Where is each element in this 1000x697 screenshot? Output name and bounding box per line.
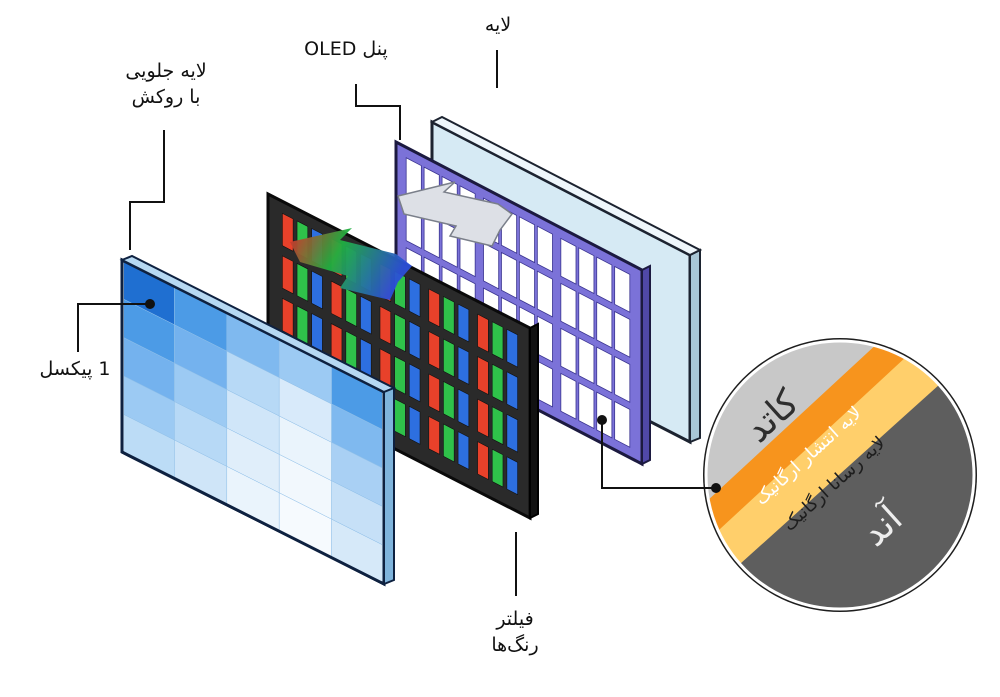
oled-subpixel-cell	[560, 372, 577, 420]
cathode-region	[706, 341, 974, 600]
filter-subpixel	[443, 338, 455, 378]
filter-subpixel	[477, 356, 489, 396]
filter-subpixel	[477, 441, 489, 481]
filter-subpixel	[296, 262, 309, 302]
oled-subpixel-cell	[501, 251, 518, 299]
oled-subpixel-cell	[614, 265, 631, 313]
filter-subpixel	[443, 423, 455, 463]
filter-subpixel	[345, 330, 357, 370]
filter-subpixel	[428, 415, 440, 455]
filter-subpixel	[443, 381, 455, 420]
label-front-layer-1: لایه جلویی	[125, 60, 207, 82]
filter-subpixel	[477, 313, 489, 353]
oled-subpixel-cell	[560, 282, 577, 330]
oled-subpixel-cell	[614, 355, 631, 403]
filter-subpixel	[428, 288, 440, 328]
filter-subpixel	[477, 398, 489, 438]
filter-subpixel	[443, 296, 455, 335]
oled-subpixel-cell	[536, 270, 553, 318]
front-pixel-block	[331, 518, 382, 582]
filter-subpixel	[457, 388, 470, 428]
filter-subpixel	[330, 323, 343, 362]
filter-subpixel	[311, 312, 323, 352]
filter-subpixel	[394, 313, 406, 353]
oled-subpixel-cell	[614, 310, 631, 358]
oled-subpixel-cell	[536, 315, 553, 363]
filter-subpixel	[506, 456, 518, 496]
front-pixel-block	[331, 403, 382, 470]
filter-subpixel	[282, 297, 294, 337]
oled-subpixel-cell	[560, 237, 577, 285]
oled-subpixel-cell	[578, 337, 595, 385]
conductive-band	[706, 341, 974, 609]
oled-subpixel-cell	[560, 327, 577, 375]
light-arrow-grey	[397, 181, 514, 247]
filter-subpixel	[282, 212, 294, 252]
filter-subpixel	[311, 270, 323, 310]
label-pixel: 1 پیکسل	[39, 358, 111, 380]
subpixel-dot	[597, 415, 607, 425]
front-pixel-block	[331, 441, 382, 508]
label-top-layer: لایه	[484, 14, 512, 36]
filter-subpixel	[457, 303, 470, 343]
leader-lines	[77, 50, 716, 596]
oled-subpixel-cell	[578, 292, 595, 340]
pixel-dot	[145, 299, 155, 309]
oled-subpixel-cell	[596, 391, 613, 439]
oled-subpixel-cell	[596, 301, 613, 349]
filter-subpixel	[506, 371, 518, 411]
oled-subpixel-cell	[578, 247, 595, 295]
oled-subpixel-cell	[578, 382, 595, 430]
label-oled-panel: پنل OLED	[304, 38, 388, 60]
front-glass-layer	[119, 254, 397, 587]
circle-dot	[711, 483, 721, 493]
oled-subpixel-cell	[536, 360, 553, 408]
filter-subpixel	[457, 431, 470, 470]
filter-subpixel	[491, 406, 504, 446]
filter-subpixel	[345, 288, 357, 327]
filter-subpixel	[428, 330, 440, 370]
filter-subpixel	[296, 305, 309, 345]
filter-subpixel	[428, 373, 440, 413]
filter-subpixel	[491, 363, 504, 403]
light-arrow-color	[290, 228, 412, 300]
filter-subpixel	[491, 321, 504, 361]
filter-subpixel	[408, 278, 421, 318]
oled-subpixel-cell	[596, 346, 613, 394]
oled-subpixel-cell	[596, 256, 613, 304]
filter-subpixel	[457, 346, 470, 385]
layer-zoom-circle: کاتد لایه انتشار ارگانیک لایه رسانا ارگا…	[703, 338, 977, 612]
filter-subpixel	[506, 328, 518, 368]
oled-subpixel-cell	[518, 216, 535, 264]
filter-subpixel	[360, 295, 372, 335]
oled-subpixel-cell	[483, 242, 500, 290]
emissive-band	[706, 341, 974, 609]
oled-subpixel-cell	[518, 261, 535, 309]
filter-subpixel	[282, 255, 294, 295]
label-color-filter-1: فیلتر	[496, 608, 534, 630]
filter-subpixel	[408, 405, 421, 445]
filter-subpixel	[394, 355, 406, 395]
label-color-filter-2: رنگ‌ها	[491, 634, 539, 656]
filter-subpixel	[408, 320, 421, 360]
filter-subpixel	[330, 280, 343, 320]
filter-subpixel	[506, 413, 518, 453]
filter-subpixel	[394, 398, 406, 438]
label-front-layer-2: با روکش	[131, 86, 201, 108]
oled-subpixel-cell	[614, 400, 631, 448]
filter-subpixel	[408, 363, 421, 403]
filter-subpixel	[379, 305, 392, 345]
filter-subpixel	[491, 448, 504, 488]
front-pixel-block	[331, 480, 382, 547]
oled-subpixel-cell	[536, 225, 553, 273]
